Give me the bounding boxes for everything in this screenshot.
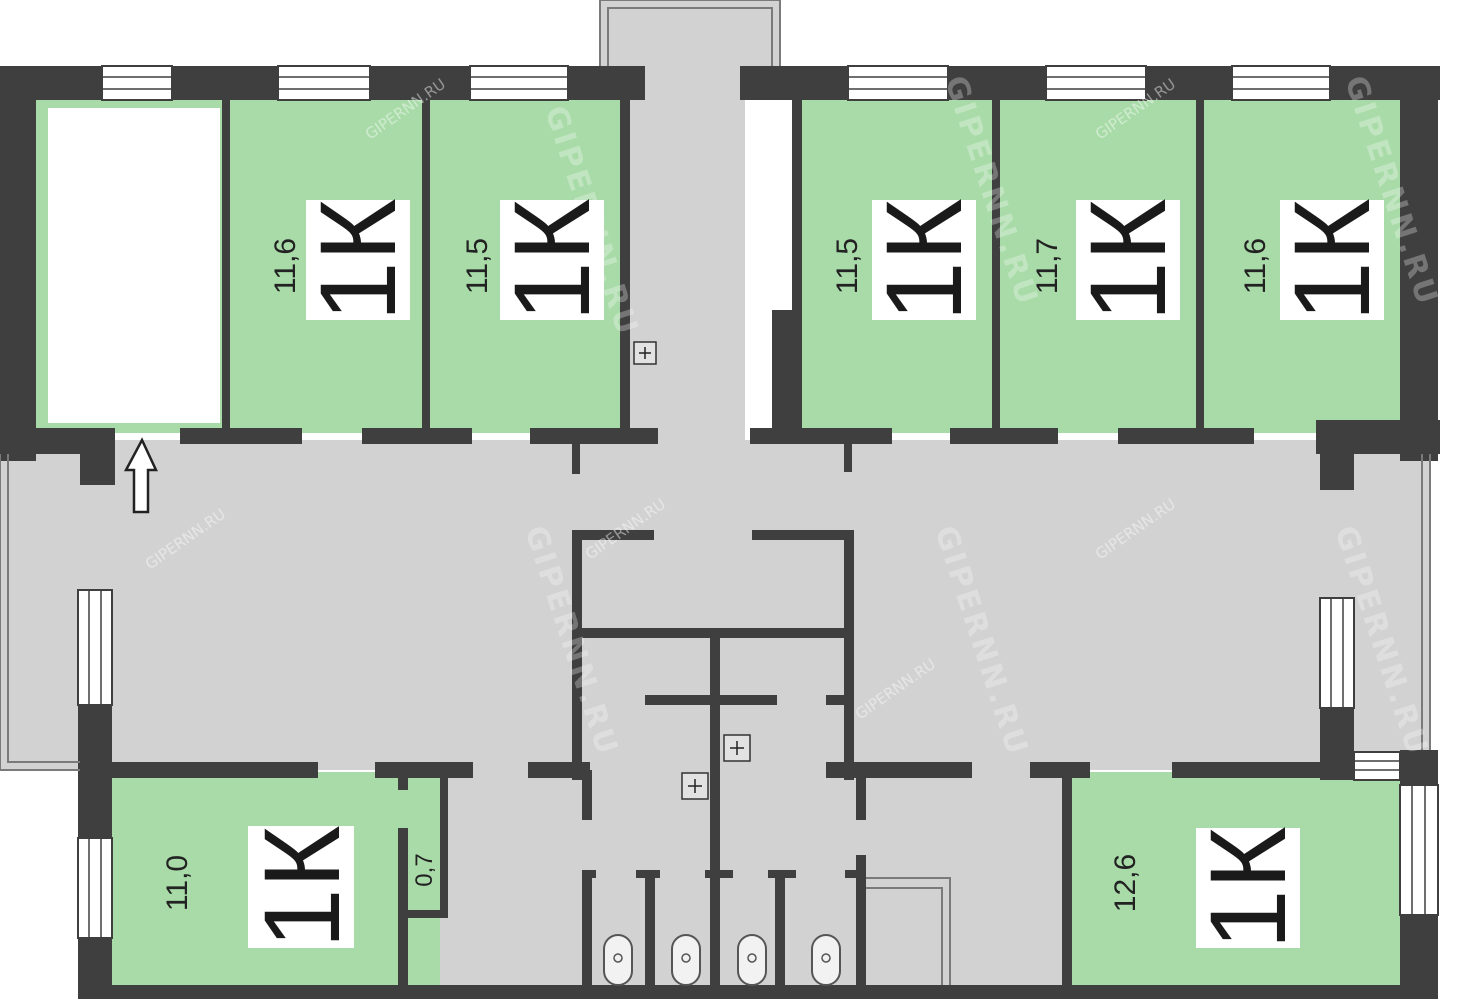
window-left-mid [77,589,113,706]
room-label-box [1280,200,1384,320]
room-label-box [872,200,976,320]
room-label-box [1196,828,1300,948]
room-label: 1К [241,825,362,948]
window-right-low [1399,784,1439,916]
room-area: 11,7 [1031,238,1064,294]
thin-lines [0,0,1431,985]
room-area: 11,6 [1239,238,1272,294]
toilet-icon [671,934,701,986]
window-right-mid [1319,597,1355,709]
toilets [603,934,841,986]
room-label: 1К [1067,198,1188,321]
plus-box-icon [681,772,709,800]
room-area: 11,5 [831,238,864,294]
room-label-box [500,200,604,320]
arrow-up-icon [123,437,158,514]
room-label: 1К [1271,198,1392,321]
room-label-box [248,826,354,948]
window-right-corner [1353,751,1401,781]
room-area: 11,0 [161,855,194,911]
toilet-icon [737,934,767,986]
window-top-3 [469,65,569,101]
window-top-1 [101,65,173,101]
window-top-4 [847,65,949,101]
toilet-icon [811,934,841,986]
room-label: 1К [297,198,418,321]
room-label-box [1076,200,1180,320]
plus-box-icon [723,734,751,762]
room-labels: 11,6 1К 11,5 1К 11,5 1К 11,7 1К 11,6 1К … [161,198,1392,949]
room-label-box [306,200,410,320]
masked-area [48,108,220,423]
room-area: 11,6 [269,238,302,294]
room-area: 12,6 [1109,854,1142,912]
toilet-icon [603,934,633,986]
window-top-5 [1045,65,1147,101]
window-left-low [77,837,113,939]
window-top-2 [277,65,371,101]
room-label: 1К [491,198,612,321]
room-label: 1К [1187,826,1308,949]
plus-box-icon [633,341,657,365]
windows [77,65,1439,939]
closet-area: 0,7 [411,853,438,886]
window-top-6 [1231,65,1331,101]
room-area: 11,5 [461,238,494,294]
room-label: 1К [863,198,984,321]
risers [633,341,751,800]
